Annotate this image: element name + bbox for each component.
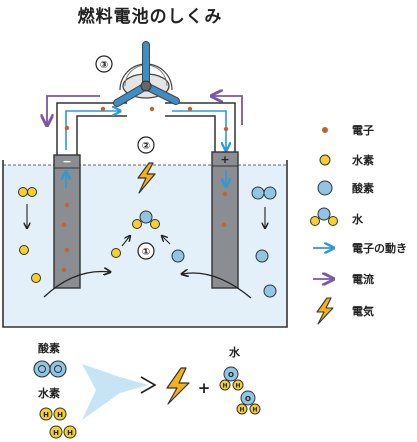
electron-dot: [64, 247, 70, 253]
electron-dot: [61, 267, 67, 273]
electron-dot: [149, 106, 155, 112]
wire-outer-right: [165, 102, 236, 155]
wire-electrons: [64, 106, 229, 132]
hydrogen-atom: [31, 273, 41, 283]
external-circuit: [47, 95, 243, 155]
electron-flow-left-arrow: [65, 111, 120, 150]
equation-hydrogen-atom: [53, 407, 67, 421]
negative-electrode: −: [53, 154, 81, 289]
svg-text:①: ①: [142, 247, 150, 258]
legend-water-label: 水: [352, 213, 363, 226]
legend-oxygen-icon: [317, 180, 333, 196]
wire-inner-right: [165, 115, 216, 155]
equation-water-label: 水: [229, 346, 240, 359]
equation-water-hydrogen-symbol: H: [252, 407, 257, 414]
water-molecule-center: [132, 210, 160, 229]
legend-electricity-label: 電気: [352, 305, 374, 318]
equation-hydrogen-symbol: H: [43, 411, 49, 419]
equation-water-oxygen-atom: [240, 390, 256, 406]
current-arrow-left: [47, 95, 100, 125]
electrode-electrons: [61, 191, 228, 273]
step-2-marker: ②: [137, 136, 155, 154]
wire-outer-left: [56, 102, 127, 155]
equation-water-oxygen-atom: [223, 366, 239, 382]
hydrogen-molecule-top: [18, 187, 37, 197]
oxygen-flow-curve: [182, 273, 252, 299]
legend-water-icon: [310, 207, 338, 226]
reaction-arrow-left: [121, 236, 130, 247]
equation-water-hydrogen-atom: [219, 379, 231, 391]
equation-hydrogen-atom: [39, 407, 53, 421]
equation-electricity-icon: [166, 367, 190, 405]
electron-dot: [223, 126, 229, 132]
equation-water-hydrogen-symbol: H: [235, 383, 240, 390]
electron-dot: [187, 106, 193, 112]
legend-hydrogen-label: 水素: [352, 154, 374, 167]
equation-water-hydrogen-atom: [232, 379, 244, 391]
legend-electron-icon: [322, 127, 328, 133]
fan-icon: [113, 41, 180, 107]
hydrogen-flow-curve: [43, 272, 110, 298]
electron-dot: [222, 191, 228, 197]
legend-electron-flow-label: 電子の動き: [352, 242, 407, 255]
equation-water-hydrogen-symbol: H: [239, 407, 244, 414]
reaction-arrow-right: [162, 236, 171, 245]
wire-inner-left: [76, 115, 127, 155]
equation-hydrogen-symbol: H: [53, 429, 59, 437]
current-arrow-right: [212, 96, 243, 125]
equation-oxygen-label: 酸素: [38, 342, 60, 355]
equation-hydrogen-atom: [63, 425, 77, 439]
equation-water-hydrogen-atom: [249, 403, 261, 415]
tank-wall: [2, 160, 288, 328]
equation-water-hydrogen-atom: [236, 403, 248, 415]
legend-hydrogen-icon: [319, 154, 331, 166]
equation-hydrogen-symbol: H: [67, 429, 73, 437]
positive-terminal-label: +: [220, 153, 229, 166]
diagram-title: 燃料電池のしくみ: [77, 7, 223, 27]
svg-text:③: ③: [100, 60, 108, 71]
electron-dot: [100, 106, 106, 112]
equation-hydrogen-symbol: H: [57, 411, 63, 419]
oxygen-atom: [255, 249, 269, 263]
combine-arrow: [82, 364, 148, 420]
equation-oxygen-molecule: [33, 360, 67, 378]
legend-icons: [310, 127, 338, 325]
electron-dot: [221, 222, 227, 228]
oxygen-molecule-top: [251, 186, 277, 200]
combine-arrow-head: [140, 376, 157, 394]
electron-dot: [61, 222, 67, 228]
equation-plus-sign: +: [198, 379, 211, 397]
equation-water-hydrogen-symbol: H: [222, 383, 227, 390]
oxygen-atom: [263, 284, 277, 298]
step-1-marker: ①: [137, 242, 155, 260]
svg-text:②: ②: [142, 141, 150, 152]
equation-hydrogen-label: 水素: [38, 387, 60, 400]
oxygen-atom: [171, 249, 185, 263]
hydrogen-atom: [111, 248, 121, 258]
equation-water-oxygen-symbol: O: [228, 371, 234, 379]
electron-dot: [64, 202, 70, 208]
step-3-marker: ③: [95, 55, 113, 73]
equation-water-oxygen-symbol: O: [245, 395, 251, 403]
negative-terminal-label: −: [62, 155, 71, 168]
electricity-icon: [137, 162, 156, 194]
electron-dot: [64, 125, 70, 131]
legend-current-label: 電流: [352, 273, 374, 286]
legend-electron-label: 電子: [352, 124, 374, 137]
electron-flow-right-arrow: [172, 110, 226, 150]
equation-hydrogen-atom: [49, 425, 63, 439]
legend-oxygen-label: 酸素: [352, 182, 374, 195]
positive-electrode: +: [211, 151, 239, 289]
legend-electricity-icon: [316, 297, 334, 325]
hydrogen-atom: [19, 245, 29, 255]
